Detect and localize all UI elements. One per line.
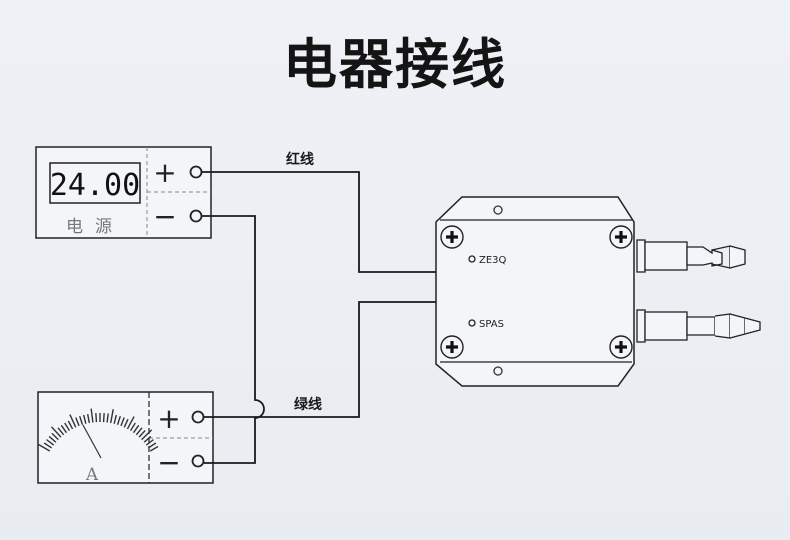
- indicator-1-led-icon: [468, 255, 476, 263]
- scale-tick: [135, 427, 143, 436]
- scale-tick: [143, 435, 152, 443]
- meter-minus-sign: −: [157, 446, 180, 479]
- scale-tick: [149, 445, 159, 452]
- power-plus-sign: +: [153, 156, 176, 189]
- meter-needle: [82, 424, 102, 459]
- scale-tick: [145, 439, 154, 446]
- scale-tick: [90, 408, 94, 423]
- scale-tick: [57, 427, 65, 436]
- scale-tick: [75, 417, 80, 427]
- power-supply-box: [35, 146, 212, 239]
- scale-tick: [129, 422, 136, 432]
- power-supply-label: 电源: [66, 217, 124, 237]
- meter-plus-sign: +: [157, 402, 180, 435]
- power-plus-terminal: [189, 165, 203, 179]
- screws: [440, 225, 633, 359]
- scale-tick: [102, 413, 105, 423]
- red-wire: [202, 171, 436, 273]
- bottom-pin-icon: [493, 366, 503, 376]
- scale-tick: [60, 424, 68, 434]
- ammeter: A + −: [37, 391, 214, 485]
- lcd-display-value: 24.00: [50, 168, 140, 203]
- scale-tick: [46, 439, 55, 446]
- screw-icon: [440, 335, 464, 359]
- scale-tick: [87, 414, 91, 424]
- top-pin-icon: [493, 205, 503, 215]
- scale-tick: [147, 442, 157, 449]
- scale-tick: [132, 424, 140, 434]
- screw-icon: [609, 335, 633, 359]
- power-supply: 24.00 电源 + −: [35, 146, 212, 239]
- power-minus-terminal: [189, 209, 203, 223]
- hose-barb-high: [636, 239, 746, 273]
- scale-tick: [126, 416, 135, 430]
- transmitter-body: [435, 196, 635, 387]
- scale-tick: [82, 414, 87, 424]
- meter-minus-terminal: [191, 454, 205, 468]
- pressure-transmitter: ZE3Q SPAS: [435, 196, 761, 387]
- scale-tick: [113, 414, 118, 424]
- scale-tick: [141, 429, 153, 441]
- scale-tick: [116, 415, 121, 425]
- screw-icon: [440, 225, 464, 249]
- page-title: 电器接线: [283, 33, 507, 96]
- indicator-2-led-icon: [468, 319, 476, 327]
- scale-tick: [50, 426, 62, 438]
- scale-tick: [64, 422, 71, 432]
- green-wire: [204, 301, 436, 418]
- meter-unit-label: A: [85, 465, 99, 485]
- red-wire-label: 红线: [286, 151, 314, 168]
- power-minus-to-meter-wire: [202, 215, 265, 464]
- scale-tick: [120, 417, 125, 427]
- meter-scale: [37, 408, 159, 452]
- scale-tick: [109, 409, 114, 424]
- scale-tick: [95, 413, 98, 423]
- green-wire-label: 绿线: [294, 396, 322, 413]
- power-minus-sign: −: [153, 200, 176, 233]
- meter-plus-terminal: [191, 410, 205, 424]
- scale-tick: [48, 435, 57, 443]
- scale-tick: [138, 430, 146, 438]
- scale-tick: [123, 418, 129, 428]
- screw-icon: [609, 225, 633, 249]
- scale-tick: [43, 442, 53, 449]
- indicator-2-label: SPAS: [479, 319, 504, 330]
- scale-tick: [37, 443, 51, 452]
- indicator-1-label: ZE3Q: [479, 255, 507, 266]
- lcd-frame: [49, 162, 141, 204]
- hose-barb-low: [636, 309, 761, 343]
- scale-tick: [79, 415, 84, 425]
- scale-tick: [106, 413, 109, 423]
- wires: [202, 171, 436, 464]
- scale-tick: [51, 432, 59, 441]
- scale-tick: [67, 420, 74, 430]
- scale-tick: [69, 414, 77, 428]
